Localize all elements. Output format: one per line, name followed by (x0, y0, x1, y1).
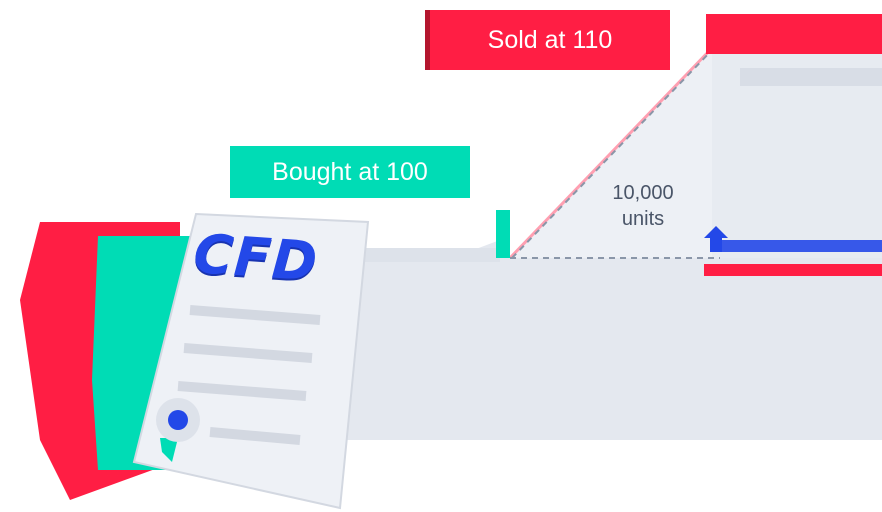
sell-bar (706, 14, 882, 54)
background-slab (340, 240, 882, 440)
units-word: units (621, 208, 665, 230)
cfd-title: CFD (191, 222, 321, 294)
units-number: 10,000 (612, 182, 674, 204)
up-arrow-icon (704, 226, 882, 276)
sold-price-text: Sold at 110 (487, 25, 613, 54)
profit-triangle (496, 46, 882, 260)
seal-ribbon-icon (156, 398, 200, 462)
bought-price-label: Bought at 100 (230, 146, 470, 198)
sold-price-label: Sold at 110 (430, 10, 670, 70)
bought-price-text: Bought at 100 (272, 157, 428, 186)
units-label: 10,000 units (588, 180, 698, 232)
